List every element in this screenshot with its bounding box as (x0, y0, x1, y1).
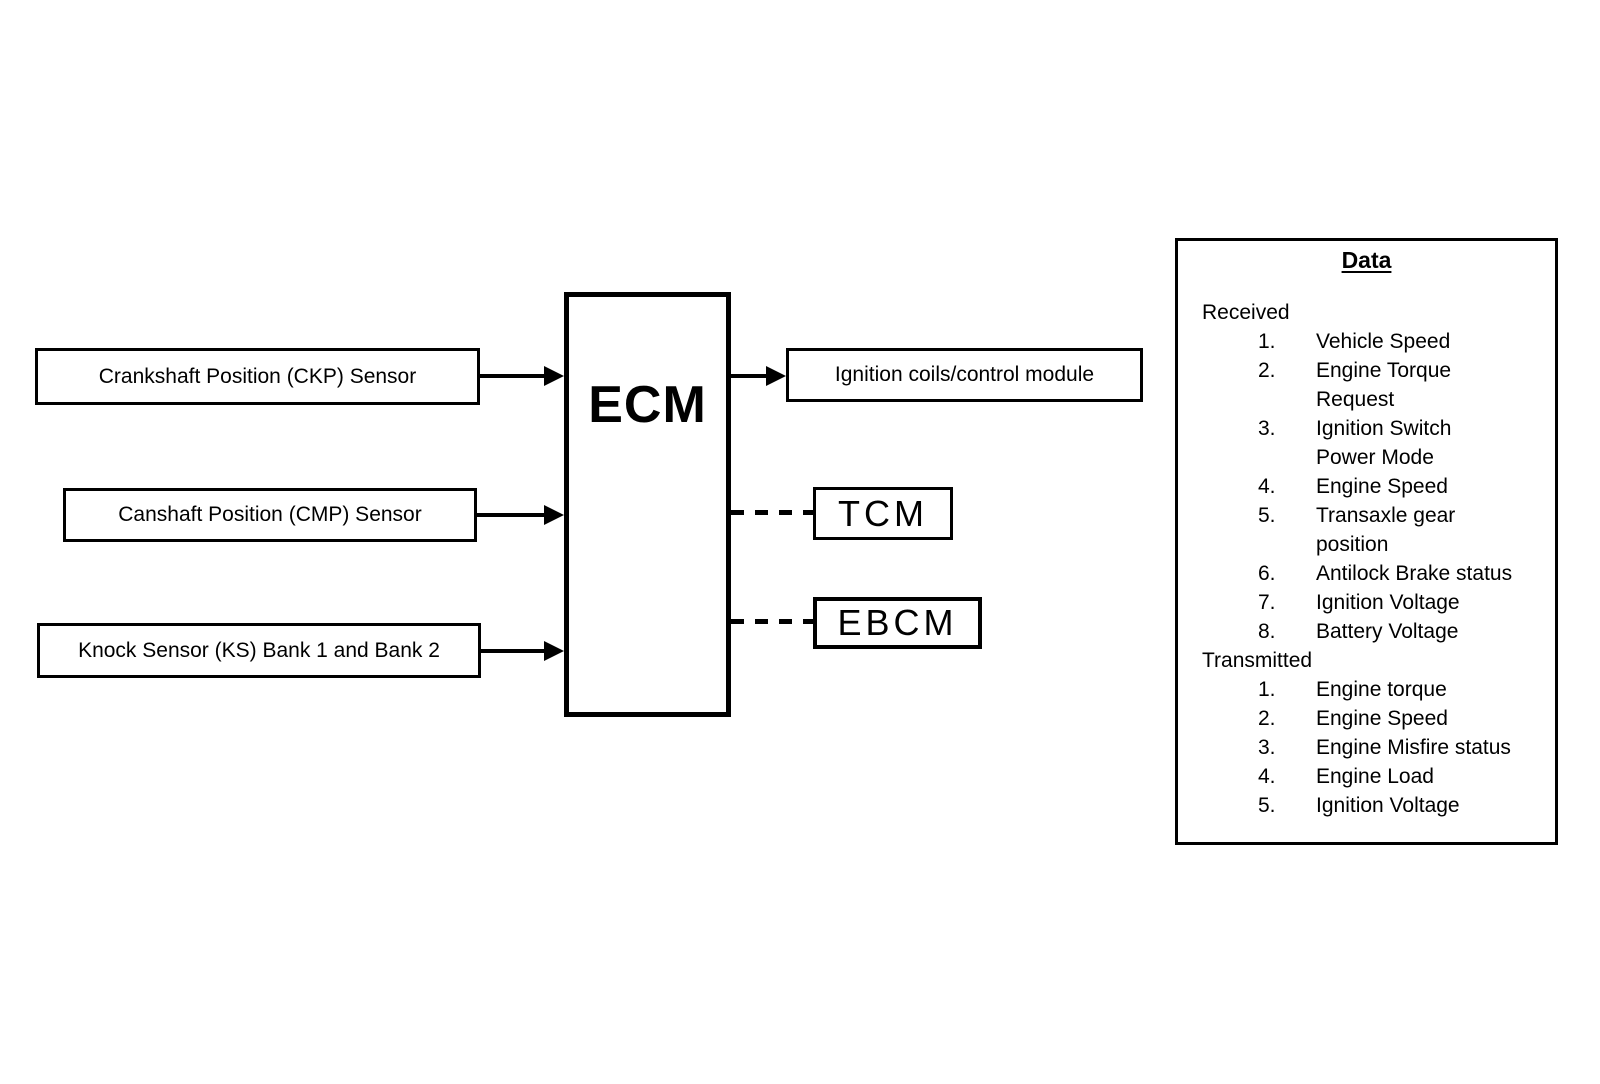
tcm-label: TCM (838, 492, 928, 534)
data-row: 4. Engine Speed (1178, 472, 1555, 501)
ecm-to-ignition-arrowhead-icon (766, 366, 786, 386)
row-text: Request (1316, 388, 1395, 411)
cmp-sensor-label: Canshaft Position (CMP) Sensor (118, 503, 422, 526)
knock-to-ecm-line (480, 649, 546, 653)
row-text: position (1316, 533, 1389, 556)
data-panel-body: Received 1. Vehicle Speed 2. Engine Torq… (1178, 298, 1555, 820)
data-row: 4. Engine Load (1178, 762, 1555, 791)
ckp-to-ecm-line (480, 374, 546, 378)
tcm-box: TCM (813, 487, 953, 540)
row-text: Ignition Voltage (1316, 591, 1460, 614)
data-row: 5. Transaxle gear (1178, 501, 1555, 530)
data-panel: Data Received 1. Vehicle Speed 2. Engine… (1175, 238, 1558, 845)
row-number: 3. (1258, 417, 1276, 440)
row-text: Antilock Brake status (1316, 562, 1513, 585)
data-row: Power Mode (1178, 443, 1555, 472)
cmp-sensor-box: Canshaft Position (CMP) Sensor (63, 488, 477, 542)
ckp-sensor-box: Crankshaft Position (CKP) Sensor (35, 348, 480, 405)
data-row: 1. Engine torque (1178, 675, 1555, 704)
ecm-to-ebcm-dashed-line (731, 619, 813, 624)
cmp-to-ecm-line (477, 513, 546, 517)
data-row: 1. Vehicle Speed (1178, 327, 1555, 356)
ignition-coils-label: Ignition coils/control module (834, 363, 1095, 386)
row-number: 3. (1258, 736, 1276, 759)
ebcm-box: EBCM (813, 597, 982, 649)
row-number: 4. (1258, 765, 1276, 788)
knock-to-ecm-arrowhead-icon (544, 641, 564, 661)
row-text: Engine torque (1316, 678, 1447, 701)
row-text: Engine Speed (1316, 475, 1448, 498)
row-number: 8. (1258, 620, 1276, 643)
data-row: position (1178, 530, 1555, 559)
knock-sensor-box: Knock Sensor (KS) Bank 1 and Bank 2 (37, 623, 481, 678)
cmp-to-ecm-arrowhead-icon (544, 505, 564, 525)
row-number: 2. (1258, 707, 1276, 730)
received-header: Received (1202, 301, 1290, 324)
row-number: 1. (1258, 330, 1276, 353)
row-number (1258, 385, 1316, 414)
row-text: Engine Torque (1316, 359, 1452, 382)
ignition-coils-box: Ignition coils/control module (786, 348, 1143, 402)
ebcm-label: EBCM (837, 602, 958, 643)
data-row: 2. Engine Speed (1178, 704, 1555, 733)
data-row: Request (1178, 385, 1555, 414)
row-number: 7. (1258, 591, 1276, 614)
row-number: 5. (1258, 504, 1276, 527)
row-text: Vehicle Speed (1316, 330, 1451, 353)
data-row: 3. Ignition Switch (1178, 414, 1555, 443)
ckp-sensor-label: Crankshaft Position (CKP) Sensor (98, 364, 417, 388)
row-text: Power Mode (1316, 446, 1434, 469)
row-number: 5. (1258, 794, 1276, 817)
ecm-label: ECM (588, 376, 707, 434)
row-number: 1. (1258, 678, 1276, 701)
row-text: Ignition Voltage (1316, 794, 1460, 817)
ckp-to-ecm-arrowhead-icon (544, 366, 564, 386)
row-text: Transaxle gear (1316, 504, 1456, 527)
row-number: 2. (1258, 359, 1276, 382)
ecm-to-tcm-dashed-line (731, 510, 813, 515)
row-text: Engine Speed (1316, 707, 1448, 730)
data-row: 5. Ignition Voltage (1178, 791, 1555, 820)
row-text: Ignition Switch (1316, 417, 1452, 440)
data-row: 7. Ignition Voltage (1178, 588, 1555, 617)
row-number: 4. (1258, 475, 1276, 498)
transmitted-header: Transmitted (1202, 649, 1313, 672)
data-row: 2. Engine Torque (1178, 356, 1555, 385)
row-text: Battery Voltage (1316, 620, 1459, 643)
data-row: 6. Antilock Brake status (1178, 559, 1555, 588)
ecm-box: ECM (564, 292, 731, 717)
knock-sensor-label: Knock Sensor (KS) Bank 1 and Bank 2 (78, 638, 440, 662)
row-number (1258, 530, 1316, 559)
row-text: Engine Load (1316, 765, 1434, 788)
row-text: Engine Misfire status (1316, 736, 1511, 759)
row-number (1258, 443, 1316, 472)
data-panel-title: Data (1341, 247, 1392, 273)
row-number: 6. (1258, 562, 1276, 585)
data-row: 8. Battery Voltage (1178, 617, 1555, 646)
data-row: 3. Engine Misfire status (1178, 733, 1555, 762)
ecm-to-ignition-line (731, 374, 768, 378)
